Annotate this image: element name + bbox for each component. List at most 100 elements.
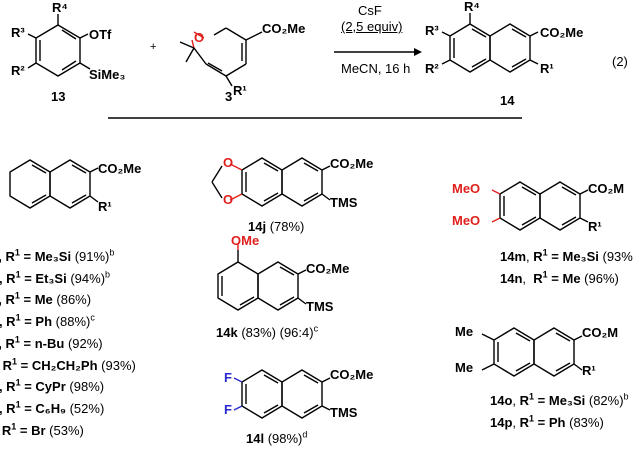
14n-yield: (96%) (584, 271, 619, 286)
14l-fluorine-top: F (224, 370, 232, 385)
entry-14m: 14m, R1 = Me₃Si (93% (500, 247, 633, 264)
reactant-13-r4: R⁴ (52, 0, 68, 15)
14j-tms: TMS (330, 195, 358, 210)
14p-yield: (83%) (569, 415, 604, 430)
reactant-13-r2: R² (11, 63, 25, 78)
col1-entry: g, R1 = CyPr (98%) (0, 377, 105, 395)
entry-14o: 14o, R1 = Me₃Si (82%)b (490, 391, 629, 408)
col3-bottom-r1: R¹ (582, 363, 596, 378)
col1-entry: h, R1 = C₆H₉ (52%) (0, 399, 105, 416)
product-14-r2: R² (425, 61, 439, 76)
col1-entry-note: b (105, 269, 111, 280)
reactant-13-structure (27, 14, 91, 77)
reactant-3-label: 3 (225, 89, 233, 104)
14m-id: 14m (500, 249, 527, 264)
col1-entry: f, R1 = CH₂CH₂Ph (93%) (0, 356, 136, 373)
col1-entry-yield: (53%) (49, 422, 84, 438)
14l-co2me: CO₂Me (330, 367, 374, 382)
col1-entry-r1: CH₂CH₂Ph (31, 357, 98, 373)
14m-r1: Me₃Si (562, 249, 599, 264)
14k-structure (217, 244, 307, 311)
col1-entry: b, R1 = Et₃Si (94%)b (0, 269, 111, 286)
col1-structure (9, 159, 99, 209)
col1-entry-yield: (93%) (101, 357, 136, 373)
reactant-13-r3: R³ (11, 25, 25, 40)
14n-id: 14n (500, 271, 523, 286)
col1-entry-r1: C₆H₉ (35, 400, 66, 416)
col1-entry-yield: (86%) (56, 292, 92, 308)
col1-entry-r1: Br (31, 422, 46, 438)
14k-caption: 14k (83%) (96:4)c (216, 323, 319, 340)
col3-meo-bottom: MeO (452, 213, 481, 228)
reaction-arrow (334, 48, 422, 56)
14k-ome: OMe (231, 233, 260, 248)
col1-entry-r1: Me (34, 292, 53, 308)
col3-top-structure (491, 181, 589, 231)
14j-co2me: CO₂Me (330, 156, 374, 171)
col1-entry: c, R1 = Me (86%) (0, 291, 92, 308)
col3-me-bottom: Me (455, 360, 474, 375)
product-14-co2me: CO₂Me (540, 25, 584, 40)
entry-14p: 14p, R1 = Ph (83%) (490, 413, 604, 430)
14j-id: 14j (248, 219, 267, 234)
14l-fluorine-bottom: F (224, 402, 232, 417)
col3-me-top: Me (455, 324, 474, 339)
product-14-structure (441, 13, 539, 73)
reactant-3-oxygen: O (194, 30, 205, 45)
col3-bottom-co2me: CO₂M (582, 325, 619, 340)
reactant-3-structure (179, 27, 263, 87)
14l-yield: (98%) (267, 431, 303, 446)
14j-oxygen-top: O (223, 155, 234, 170)
14l-tms: TMS (330, 405, 358, 420)
col1-entry-yield: (98%) (69, 379, 105, 395)
col1-entry: e, R1 = n-Bu (92%) (0, 334, 103, 351)
plus-sign: + (150, 41, 157, 53)
product-14-r1: R¹ (540, 61, 554, 76)
col3-bottom-structure (481, 327, 583, 377)
14j-caption: 14j (78%) (248, 220, 304, 233)
col3-meo-top: MeO (452, 181, 481, 196)
col1-entry-r1: CyPr (35, 379, 66, 395)
14j-oxygen-bottom: O (223, 192, 234, 207)
14m-yield: (93% (602, 249, 633, 264)
reactant-3-r1: R¹ (233, 83, 247, 98)
14l-structure (233, 369, 331, 419)
entry-14n: 14n, R1 = Me (96%) (500, 269, 619, 286)
reagent-csf: CsF (358, 3, 382, 18)
14p-r1: Ph (548, 415, 566, 430)
col1-entry-yield: (92%) (67, 335, 103, 351)
14k-tms: TMS (306, 299, 334, 314)
14o-note: b (623, 391, 629, 402)
14k-co2me: CO₂Me (306, 261, 350, 276)
14k-yield: (83%) (96:4) (241, 325, 314, 340)
product-14-r4: R⁴ (464, 0, 480, 14)
reactant-13-sime3: SiMe₃ (89, 67, 126, 82)
col1-entry-yield: (91%) (74, 249, 110, 264)
col1-entry: i, R1 = Br (53%) (0, 421, 84, 438)
col1-entry-note: b (109, 247, 115, 258)
product-14-label: 14 (500, 93, 515, 108)
14j-yield: (78%) (269, 219, 305, 234)
col1-r1: R¹ (98, 199, 112, 214)
col1-co2me: CO₂Me (98, 161, 142, 176)
14o-r1: Me₃Si (548, 393, 586, 408)
14p-id: 14p (490, 415, 513, 430)
reactant-3-co2me: CO₂Me (262, 21, 306, 36)
equation-number: (2) (612, 54, 628, 69)
reagent-equiv: (2,5 equiv) (341, 19, 403, 34)
col1-entry-r1: n-Bu (34, 335, 65, 351)
14l-id: 14l (246, 431, 265, 446)
14k-id: 14k (216, 325, 238, 340)
col3-top-co2me: CO₂M (588, 181, 625, 196)
14l-note: d (302, 429, 308, 440)
col1-entry-yield: (88%) (55, 314, 91, 330)
14j-structure (211, 157, 331, 207)
col3-top-r1: R¹ (588, 219, 602, 234)
14k-note: c (313, 323, 319, 334)
14n-r1: Me (562, 271, 581, 286)
reactant-13-label: 13 (51, 89, 66, 104)
14o-id: 14o (490, 393, 513, 408)
product-14-r3: R³ (425, 23, 439, 38)
col1-entry-r1: Et₃Si (35, 270, 67, 286)
